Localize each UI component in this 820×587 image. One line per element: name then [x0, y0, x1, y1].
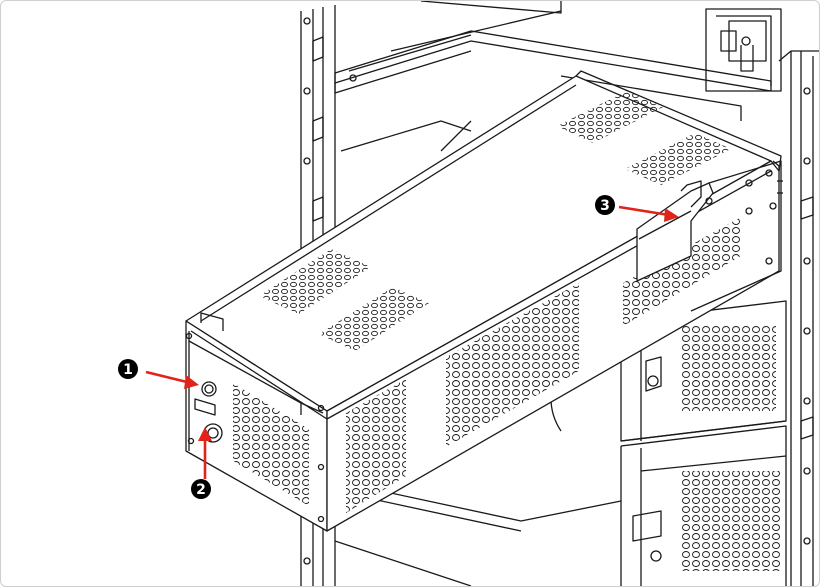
callout-3: 3	[595, 195, 615, 215]
latch	[194, 398, 223, 443]
release-pin	[201, 381, 217, 397]
side-vent-holes	[346, 217, 741, 513]
callout-arrows	[145, 205, 679, 479]
arrow-3	[618, 205, 670, 217]
rear-bracket	[636, 160, 783, 312]
callout-badges: 1 2 3	[118, 195, 615, 499]
battery-module	[185, 70, 783, 532]
svg-text:1: 1	[123, 362, 133, 378]
callout-1: 1	[118, 359, 138, 379]
svg-text:3: 3	[600, 198, 610, 214]
svg-text:2: 2	[196, 482, 206, 498]
front-vent-holes	[233, 383, 309, 506]
arrow-1	[145, 370, 192, 385]
callout-2: 2	[191, 479, 211, 499]
rack-frame	[300, 1, 819, 586]
top-vent-holes	[259, 91, 731, 351]
